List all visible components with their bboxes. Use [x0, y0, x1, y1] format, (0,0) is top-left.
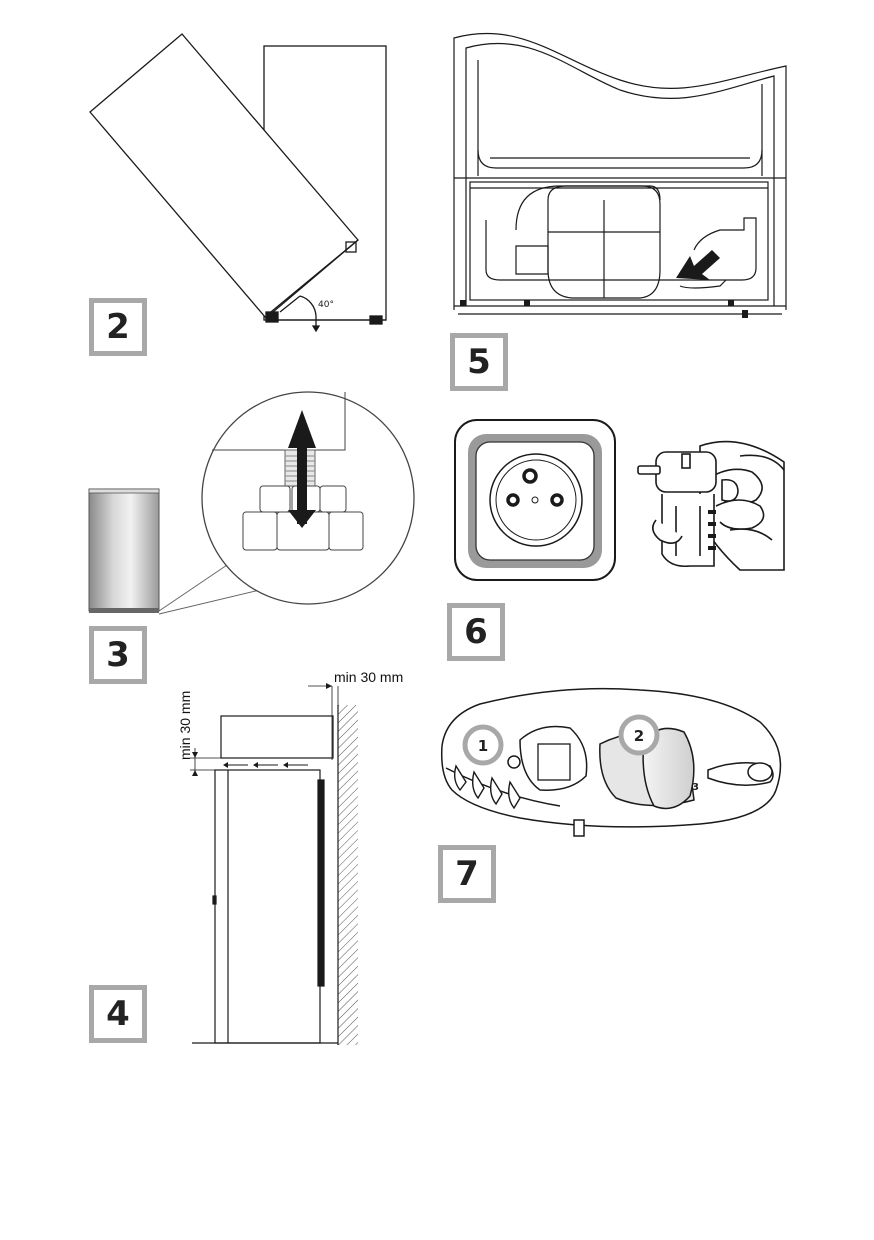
fig2-tilt-illustration — [89, 33, 387, 333]
fig4-top-gap-label: min 30 mm — [177, 690, 193, 760]
fig7-thermostat-illustration — [440, 687, 782, 837]
fig2-tilted-fridge — [89, 33, 359, 319]
fig4-clearance-illustration — [190, 683, 358, 1045]
step-badge-2: 2 — [89, 298, 147, 356]
fig7-callout-1: 1 — [478, 737, 488, 755]
step-badge-3: 3 — [89, 626, 147, 684]
fig5-compressor — [547, 185, 661, 299]
fig2-angle-label: 40° — [318, 300, 334, 310]
fig7-dial-mark-3: 3 — [692, 782, 699, 793]
fig5-fridge-back — [453, 33, 787, 310]
step-badge-6: 6 — [447, 603, 505, 661]
fig7-knob — [642, 727, 695, 810]
step-badge-4: 4 — [89, 985, 147, 1043]
step-badge-5: 5 — [450, 333, 508, 391]
fig5-arrow-icon — [676, 250, 720, 280]
step-badge-7: 7 — [438, 845, 496, 903]
fig6-plug-in-hand — [637, 440, 785, 571]
fig7-callout-1-circle — [462, 724, 504, 766]
fig4-fridge-side — [214, 769, 321, 1044]
double-arrow-icon — [288, 410, 316, 528]
fig5-compressor-illustration — [453, 33, 787, 318]
fig3-fridge-body — [88, 488, 160, 612]
fig3-leveling-illustration — [88, 391, 415, 615]
fig4-side-gap-label: min 30 mm — [334, 669, 404, 685]
fig6-socket-illustration — [454, 419, 616, 581]
fig7-callout-2: 2 — [634, 727, 644, 745]
fig4-wall — [338, 705, 358, 1045]
fig7-light-window — [537, 743, 571, 781]
fig7-callout-2-circle — [618, 714, 660, 756]
